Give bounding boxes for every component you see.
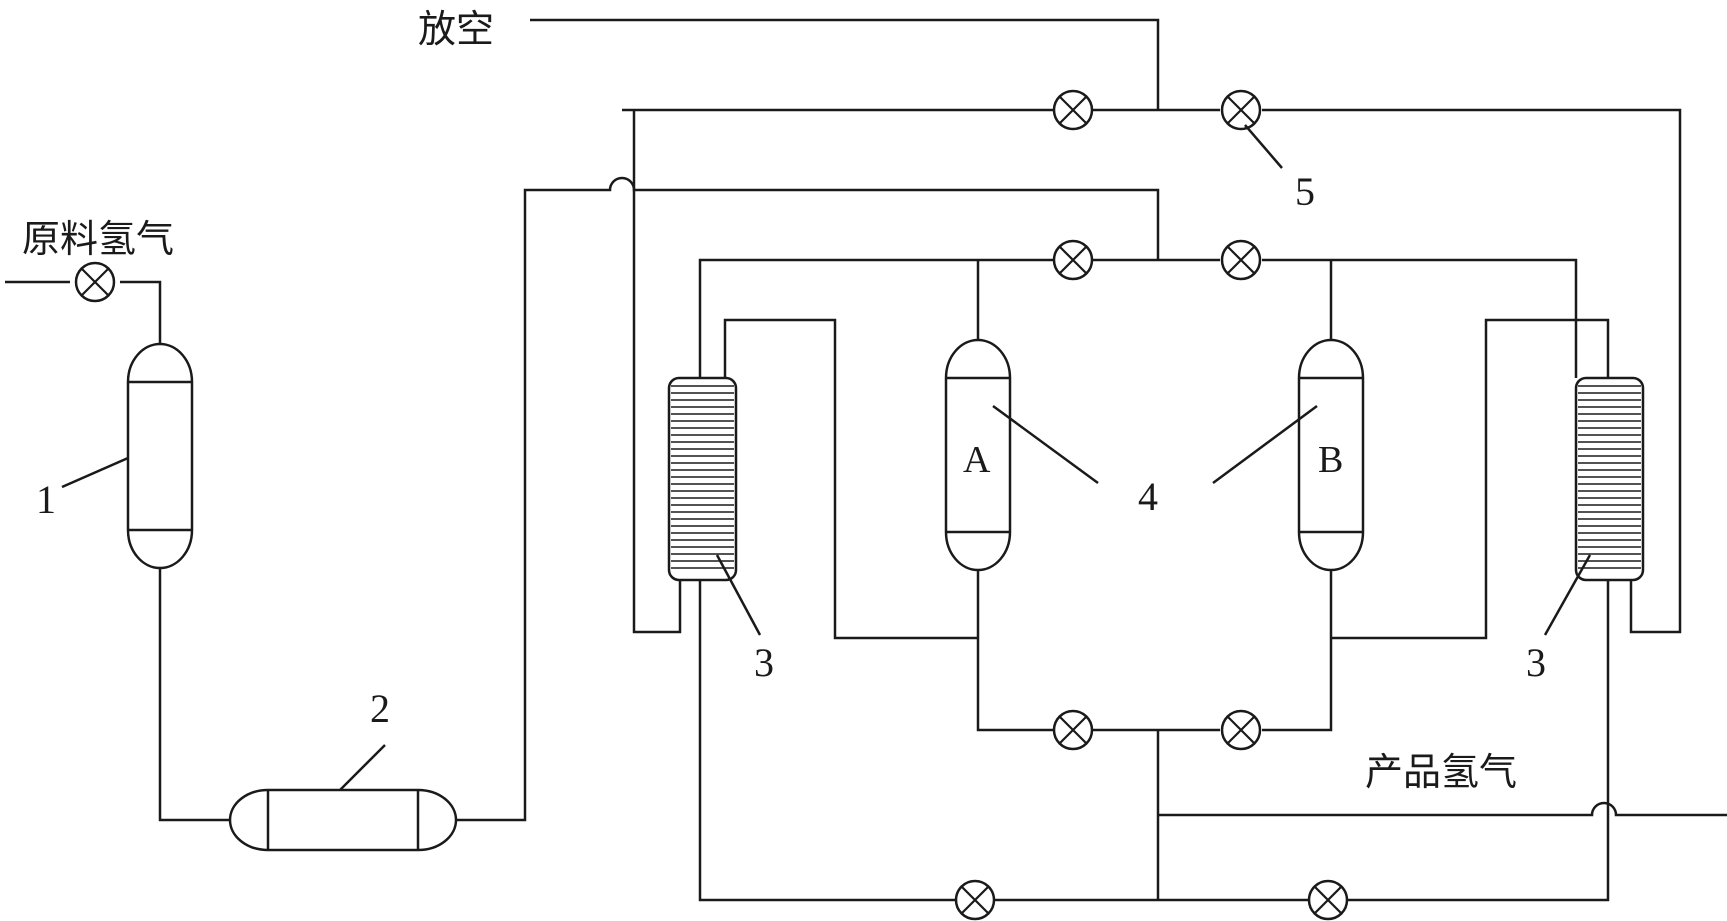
- heat-exchanger-left: [667, 376, 738, 582]
- vent-label: 放空: [418, 7, 494, 51]
- piping: [5, 18, 1727, 902]
- pipe-vessel1-to-vessel2: [158, 568, 230, 822]
- valve-bottom-right: [1307, 879, 1349, 921]
- valve-top-row-left: [1052, 239, 1094, 281]
- label-heat-exchanger-left: 3: [754, 640, 774, 685]
- upper-return-header: [622, 108, 1682, 634]
- valve-bottom-left: [954, 879, 996, 921]
- heat-exchanger-right: [1574, 376, 1645, 582]
- valve-upper-right: [1220, 89, 1262, 131]
- valve-upper-left: [1052, 89, 1094, 131]
- label-valve-ref: 5: [1295, 169, 1315, 214]
- label-adsorber-b: B: [1318, 439, 1343, 481]
- valve-lower-row-right: [1220, 709, 1262, 751]
- label-vessel-1: 1: [36, 477, 56, 522]
- label-adsorber-a: A: [963, 439, 991, 481]
- label-heat-exchanger-right: 3: [1526, 640, 1546, 685]
- right-hx-loop: [1331, 318, 1610, 640]
- vent-pipe: [530, 18, 1160, 110]
- feed-pipe: [5, 280, 162, 345]
- adsorber-b-bottom-pipe: [1262, 570, 1333, 732]
- adsorber-a: [944, 338, 1012, 572]
- leader-lines: [61, 124, 1592, 791]
- vessel-2: [228, 788, 458, 852]
- feed-hydrogen-label: 原料氢气: [22, 217, 174, 261]
- product-hydrogen-label: 产品氢气: [1365, 750, 1517, 794]
- left-return-pipe: [632, 110, 682, 634]
- valve-feed: [74, 261, 116, 303]
- vessel-1: [126, 342, 194, 570]
- label-vessel-2: 2: [370, 686, 390, 731]
- bottom-left-loop: [698, 580, 1610, 902]
- adsorber-a-bottom-pipe: [976, 570, 1053, 732]
- valve-lower-row-left: [1052, 709, 1094, 751]
- valve-top-row-right: [1220, 239, 1262, 281]
- adsorber-b: [1297, 338, 1365, 572]
- pipe-vessel2-to-top-manifold: [455, 176, 1160, 822]
- label-adsorber-group: 4: [1138, 474, 1158, 519]
- left-hx-loop: [723, 318, 978, 640]
- product-hydrogen-pipe: [1158, 801, 1727, 817]
- top-valve-header: [698, 258, 1578, 378]
